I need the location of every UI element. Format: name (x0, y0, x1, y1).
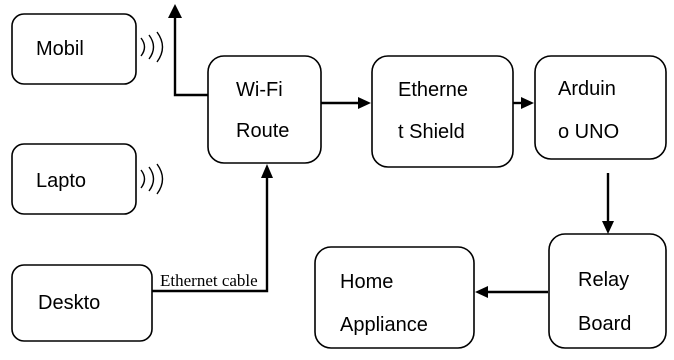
svg-text:Lapto: Lapto (36, 170, 86, 192)
node-ethernet-line-2: t Shield (398, 121, 465, 143)
edge-label-ethernet-cable: Ethernet cable (160, 271, 258, 290)
node-desktop: Deskto (11, 264, 153, 342)
wifi-signal-mobile-icon (140, 31, 164, 63)
edge-router-to-top (173, 16, 208, 97)
node-appliance-line-2: Appliance (340, 314, 428, 336)
node-arduino-line-1: Arduin (558, 78, 616, 100)
edges (152, 4, 614, 298)
svg-text:Route: Route (236, 120, 289, 142)
node-relay-line-2: Board (578, 313, 631, 335)
arrow-head-top (168, 4, 182, 18)
node-router: Wi-Fi Route (207, 55, 322, 164)
arrow-head-ethernet (358, 97, 371, 109)
arrow-head-relay (602, 221, 614, 234)
svg-text:Appliance: Appliance (340, 314, 428, 336)
svg-text:Relay: Relay (578, 269, 629, 291)
node-arduino-uno: Arduin o UNO (534, 55, 667, 160)
arrow-head-router (261, 164, 273, 178)
node-mobile: Mobil (11, 13, 137, 85)
edge-label-ethernet-cable-text: Ethernet cable (160, 271, 258, 290)
node-router-line-1: Wi-Fi (236, 79, 283, 101)
node-appliance-line-1: Home (340, 271, 393, 293)
svg-text:t Shield: t Shield (398, 121, 465, 143)
arrow-head-appliance (475, 286, 488, 298)
wifi-signal-laptop-icon (140, 163, 164, 195)
node-laptop-line-1: Lapto (36, 170, 86, 192)
svg-text:Board: Board (578, 313, 631, 335)
node-arduino-line-2: o UNO (558, 121, 619, 143)
node-ethernet-shield: Etherne t Shield (371, 55, 514, 168)
svg-text:Etherne: Etherne (398, 79, 468, 101)
svg-text:Mobil: Mobil (36, 38, 84, 60)
node-mobile-line-1: Mobil (36, 38, 84, 60)
node-desktop-line-1: Deskto (38, 292, 100, 314)
node-router-line-2: Route (236, 120, 289, 142)
node-ethernet-line-1: Etherne (398, 79, 468, 101)
node-home-appliance: Home Appliance (314, 246, 475, 349)
node-relay-board: Relay Board (548, 233, 667, 349)
edge-desktop-to-router (152, 177, 269, 293)
svg-text:o UNO: o UNO (558, 121, 619, 143)
svg-text:Deskto: Deskto (38, 292, 100, 314)
node-laptop: Lapto (11, 143, 137, 215)
svg-text:Arduin: Arduin (558, 78, 616, 100)
svg-text:Home: Home (340, 271, 393, 293)
node-relay-line-1: Relay (578, 269, 629, 291)
svg-text:Wi-Fi: Wi-Fi (236, 79, 283, 101)
arrow-head-arduino (521, 97, 534, 109)
